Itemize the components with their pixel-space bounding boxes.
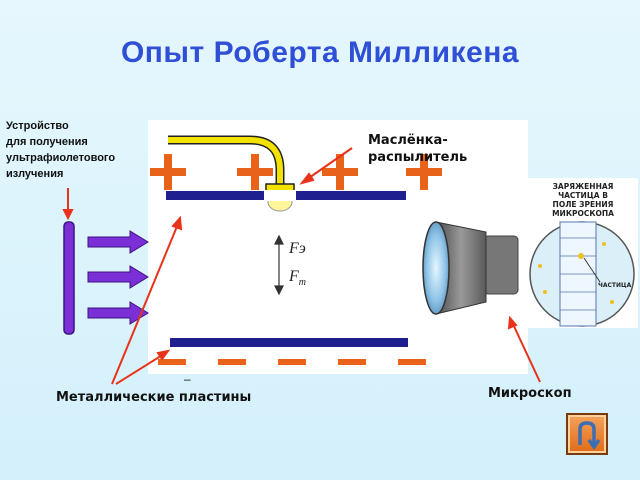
minus-sign-icon <box>398 359 426 365</box>
microscope-view-title-line: ПОЛЕ ЗРЕНИЯ <box>552 200 614 209</box>
plus-sign-icon <box>322 154 358 190</box>
plus-sign-icon <box>237 154 273 190</box>
oiler-label-line: Маслёнка- <box>368 133 448 148</box>
microscope-field-view <box>529 221 635 327</box>
microscope-label: Микроскоп <box>488 386 572 401</box>
label-pointers <box>62 147 541 385</box>
uv-arrows <box>87 230 149 325</box>
uv-arrow-icon <box>87 230 149 254</box>
force-arrows <box>274 234 284 296</box>
pointer-arrowhead-icon <box>299 172 315 185</box>
pointer-arrowhead-icon <box>62 209 74 221</box>
plus-sign-icon <box>406 154 442 190</box>
arrow-up-icon <box>274 234 284 245</box>
plus-sign-icon <box>150 154 186 190</box>
oiler-label: Маслёнка- распылитель <box>368 132 518 166</box>
plates-label: Металлические пластины <box>56 390 252 405</box>
oiler-label-line: распылитель <box>368 150 468 165</box>
minus-charges <box>158 359 426 365</box>
gravity-force-label: Fт <box>289 268 306 288</box>
electric-force-label: Fэ <box>289 240 306 257</box>
page-title: Опыт Роберта Милликена <box>120 36 520 69</box>
uv-device-label-line: ультрафиолетового <box>6 152 116 164</box>
minus-sign-icon <box>338 359 366 365</box>
microscope-view-title-line: МИКРОСКОПА <box>552 209 614 218</box>
minus-mark: – <box>184 372 191 386</box>
bottom-plate <box>170 338 408 347</box>
return-arrow-icon <box>578 421 601 451</box>
uv-device-label: Устройство для получения ультрафиолетово… <box>6 118 146 182</box>
microscope-view-title-line: ЧАСТИЦА В <box>558 191 608 200</box>
uv-source-bar <box>63 221 75 335</box>
uv-arrow-icon <box>87 265 149 289</box>
particle-label: ЧАСТИЦА <box>598 282 632 289</box>
microscope-view-title: ЗАРЯЖЕННАЯ ЧАСТИЦА В ПОЛЕ ЗРЕНИЯ МИКРОСК… <box>528 182 638 218</box>
plus-charges <box>150 154 442 190</box>
uv-device-label-line: Устройство <box>6 120 69 132</box>
minus-sign-icon <box>218 359 246 365</box>
particle-dot-icon <box>578 253 584 259</box>
back-button[interactable] <box>566 413 608 455</box>
pointer-arrowhead-icon <box>156 349 171 361</box>
arrow-down-icon <box>274 285 284 296</box>
uv-device-label-line: для получения <box>6 136 88 148</box>
pointer-arrowhead-icon <box>507 315 518 330</box>
gravity-force-subscript: т <box>298 277 307 289</box>
microscope-view-title-line: ЗАРЯЖЕННАЯ <box>552 182 614 191</box>
minus-sign-icon <box>158 359 186 365</box>
minus-sign-icon <box>278 359 306 365</box>
pointer-arrowhead-icon <box>171 215 183 231</box>
gravity-force-symbol: F <box>289 268 299 285</box>
microscope-icon <box>422 221 519 315</box>
uv-device-label-line: излучения <box>6 168 64 180</box>
